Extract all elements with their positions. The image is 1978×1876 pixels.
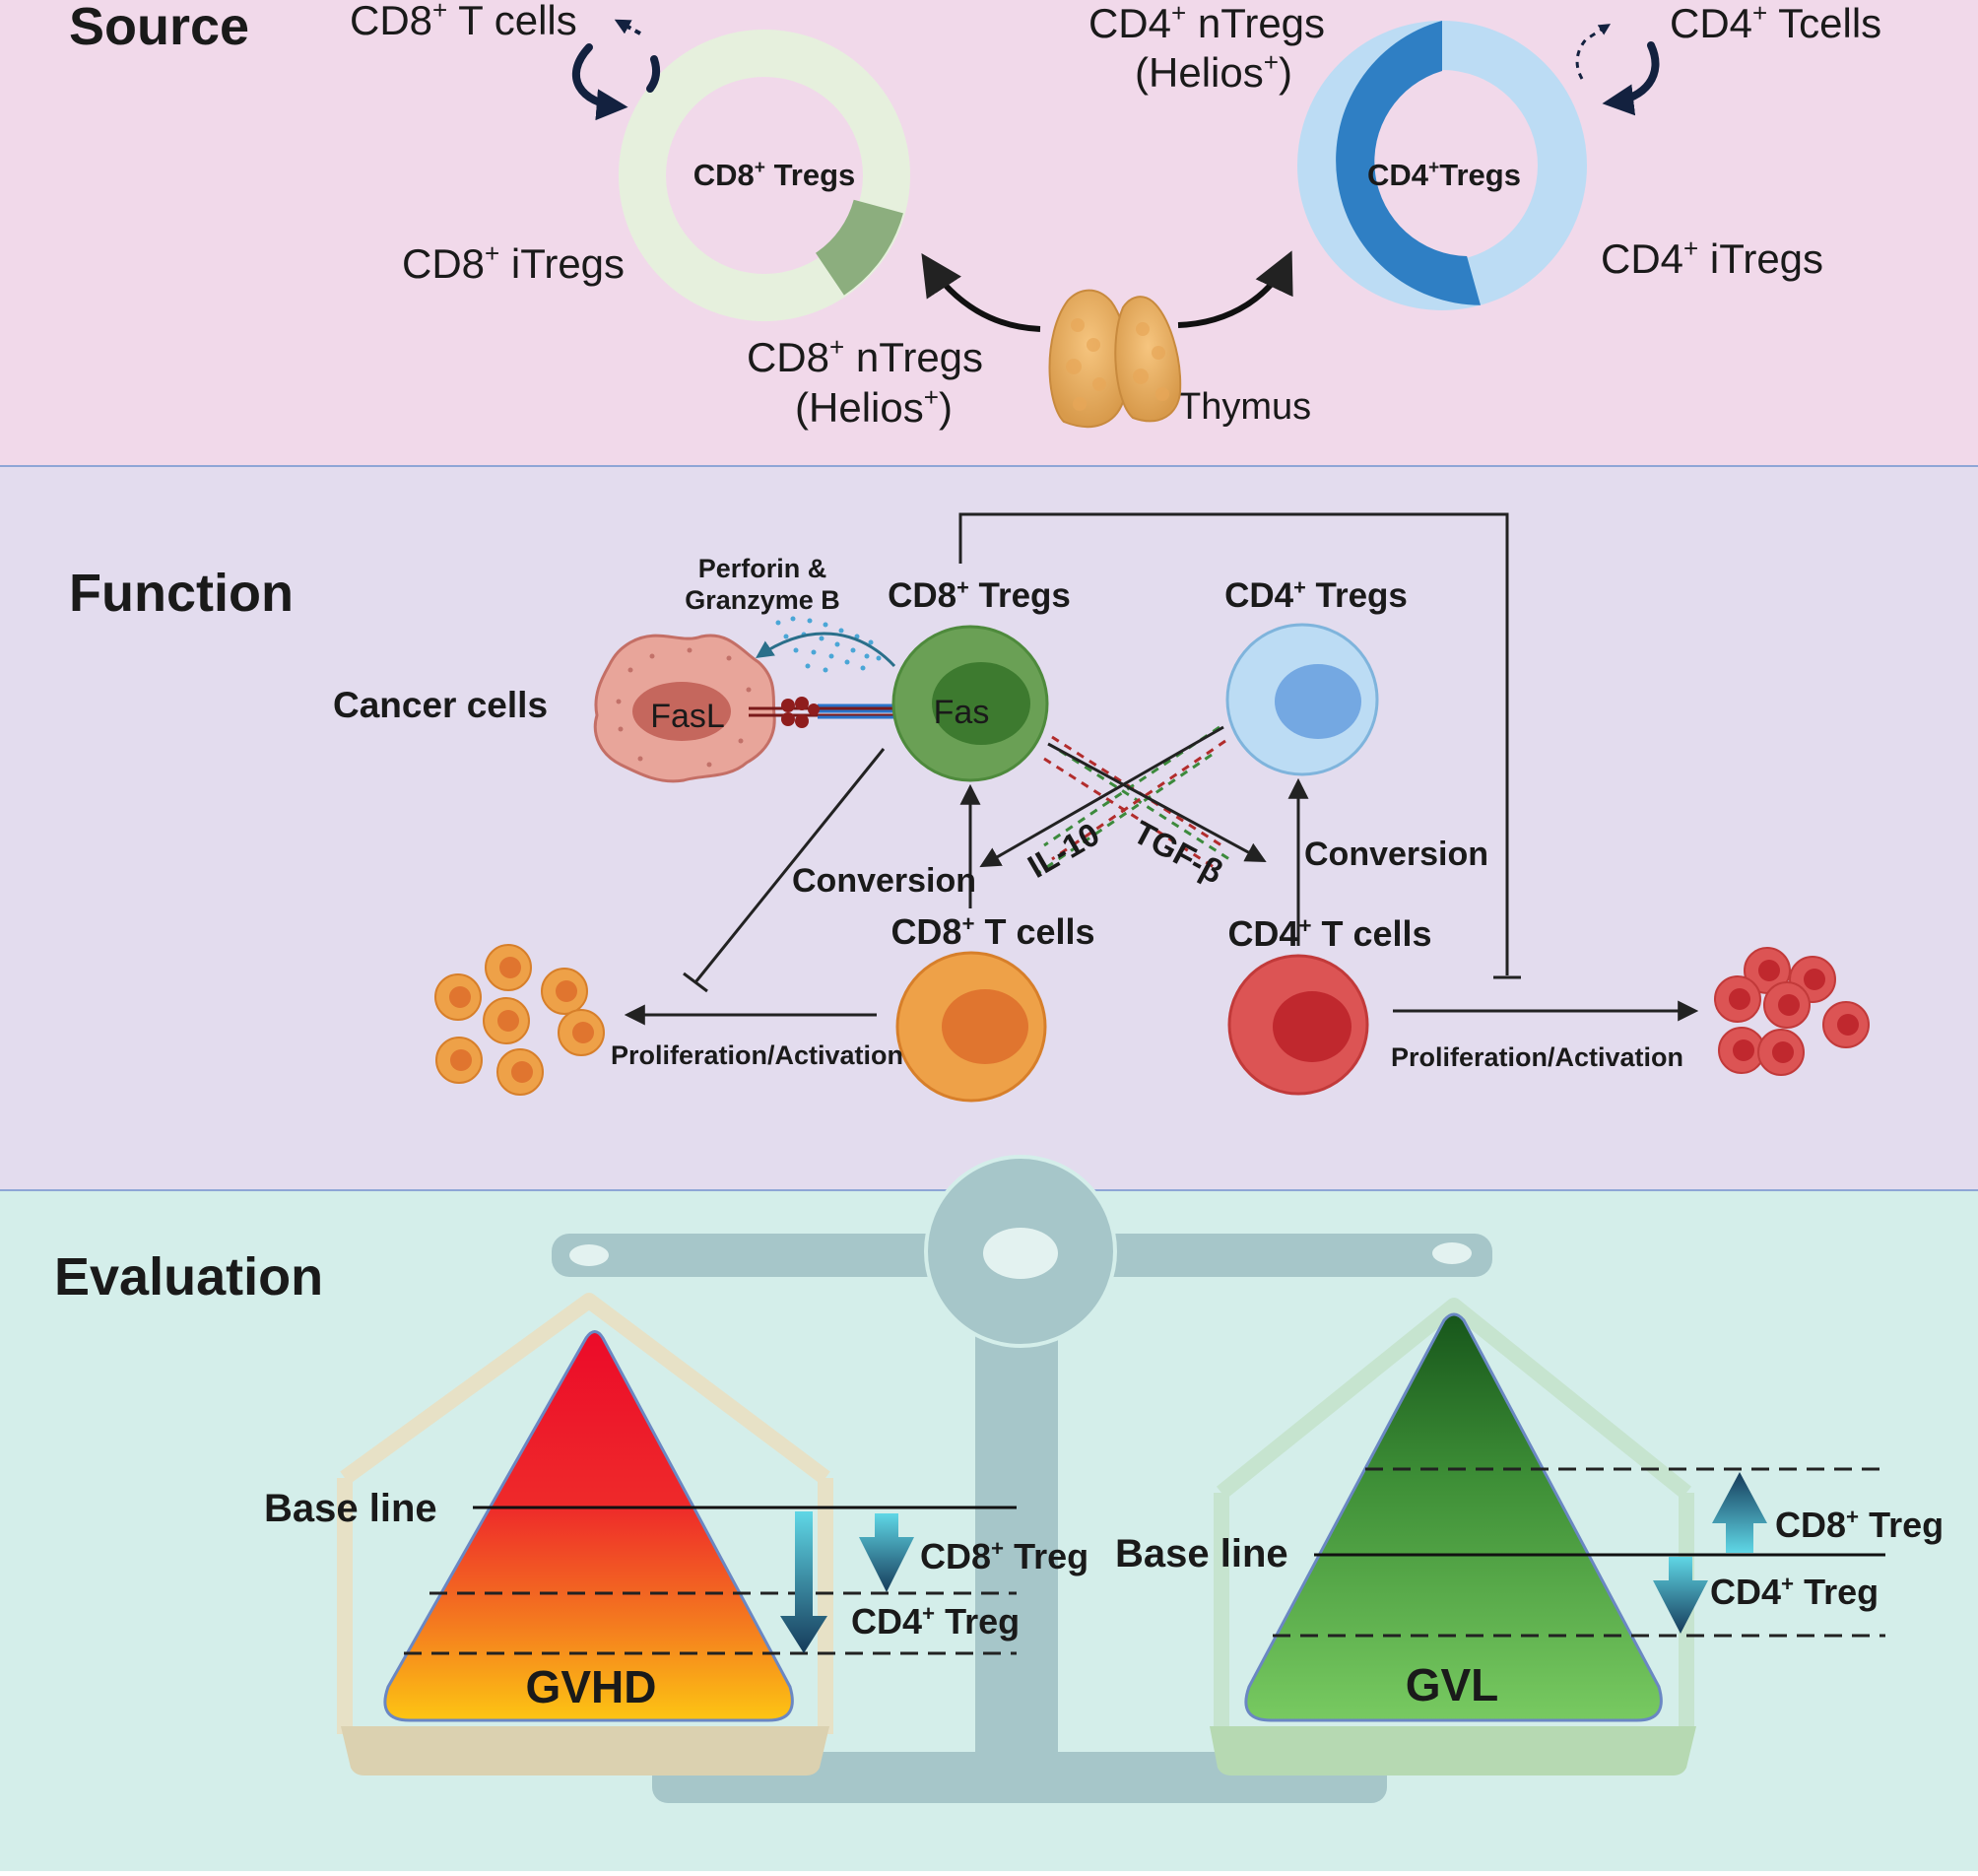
cancer-cells-label: Cancer cells	[333, 685, 548, 725]
source-title: Source	[69, 0, 249, 56]
cd8-tregs-to-cd4-tcells-arrow	[1047, 742, 1267, 862]
cd8-itregs-label: CD8+ iTregs	[402, 238, 625, 287]
gvl-triangle	[1244, 1312, 1663, 1722]
cd4-tcells-function-label: CD4+ T cells	[1227, 913, 1431, 954]
thymus-to-cd4-arrow	[1177, 250, 1293, 328]
cd8-treg-nucleus	[932, 662, 1030, 745]
gvhd-label: GVHD	[526, 1661, 657, 1712]
cd4-ntregs-label: CD4+ nTregs	[1088, 0, 1325, 46]
fasl-fas-binding	[749, 697, 901, 728]
perforin-label-line1: Perforin &	[698, 554, 827, 583]
left-cd8-down-arrow	[859, 1513, 914, 1592]
left-pan	[337, 1293, 833, 1776]
right-cd8-up-arrow	[1712, 1472, 1767, 1553]
left-cd8-treg-label: CD8+ Treg	[920, 1536, 1088, 1576]
cd4-donut-label: CD4+Tregs	[1367, 158, 1521, 192]
thymus-organ	[1048, 289, 1182, 429]
balance-scale	[552, 1155, 1492, 1803]
fas-label: Fas	[934, 694, 990, 731]
cd8-donut-itregs-segment	[619, 30, 910, 321]
cancer-cell	[593, 634, 776, 783]
right-cd8-treg-label: CD8+ Treg	[1775, 1505, 1944, 1545]
cd8-tcell-cluster	[434, 944, 605, 1096]
cd8-donut-label: CD8+ Tregs	[693, 158, 856, 192]
cd8-tcells-function-label: CD8+ T cells	[890, 911, 1094, 952]
cd4-conversion-curl-arrow	[1575, 24, 1660, 116]
left-cd4-down-arrow	[780, 1511, 827, 1653]
cd4-tcell-nucleus	[1273, 991, 1352, 1062]
cd4-treg-nucleus	[1275, 664, 1361, 739]
cd8-ntregs-label: CD8+ nTregs	[747, 332, 983, 380]
right-cd4-down-arrow	[1653, 1557, 1708, 1634]
cd4-helios-label: (Helios+)	[1135, 47, 1292, 96]
cd8-tregs-function-label: CD8+ Tregs	[888, 574, 1071, 615]
cd4-tcells-source-label: CD4+ Tcells	[1670, 0, 1881, 46]
perforin-label-line2: Granzyme B	[685, 585, 840, 615]
prolif-right-label: Proliferation/Activation	[1391, 1042, 1683, 1072]
cd4-donut-ntregs-segment	[1336, 21, 1481, 305]
cd4-tcell-cluster	[1714, 947, 1870, 1076]
thymus-to-cd8-arrow	[921, 252, 1041, 332]
inhibit-bar-left	[683, 972, 708, 993]
thymus-label: Thymus	[1178, 386, 1311, 428]
fasl-label: FasL	[650, 698, 725, 735]
gvhd-triangle	[383, 1330, 794, 1722]
function-title: Function	[69, 564, 294, 623]
left-baseline-label: Base line	[264, 1487, 437, 1530]
cd4-tregs-to-cd8-tcells-arrow	[979, 725, 1224, 868]
perforin-arrow	[756, 632, 896, 668]
cd8-tcells-source-label: CD8+ T cells	[350, 0, 577, 43]
cd8-tcell-nucleus	[942, 989, 1028, 1064]
conversion-right-label: Conversion	[1304, 836, 1488, 873]
left-cd4-treg-label: CD4+ Treg	[851, 1601, 1020, 1642]
cd8-helios-label: (Helios+)	[795, 382, 953, 431]
source-panel	[0, 0, 1978, 465]
right-pan	[1210, 1298, 1696, 1776]
cd8-donut-ntregs-segment	[816, 199, 903, 296]
cd8-tregs-inhibit-cd8-line	[693, 748, 886, 983]
right-cd4-treg-label: CD4+ Treg	[1710, 1572, 1879, 1612]
cd8-tregs-inhibit-cd4-line	[958, 512, 1509, 975]
cd8-conversion-curl-arrow	[572, 19, 661, 121]
cd4-tregs-donut	[1297, 21, 1587, 310]
conversion-left-label: Conversion	[792, 862, 976, 900]
cd4-tregs-function-label: CD4+ Tregs	[1224, 574, 1408, 615]
right-baseline-label: Base line	[1115, 1532, 1288, 1575]
evaluation-title: Evaluation	[54, 1247, 323, 1306]
gvl-label: GVL	[1406, 1659, 1499, 1710]
cd8-tregs-donut	[619, 30, 910, 321]
prolif-left-label: Proliferation/Activation	[611, 1040, 903, 1070]
cd4-itregs-label: CD4+ iTregs	[1601, 234, 1823, 282]
